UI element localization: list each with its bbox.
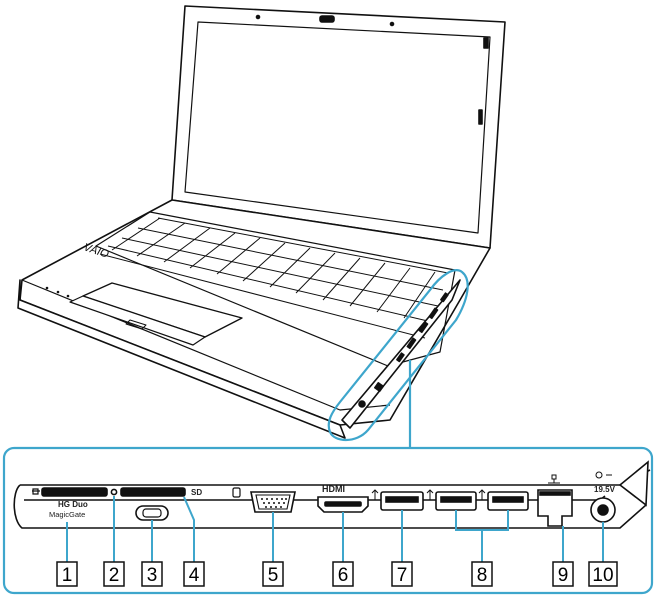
sd-card-slot: SD	[120, 487, 202, 497]
callout-1: 1	[56, 561, 78, 587]
zoom-callout	[327, 269, 469, 448]
keyboard-keys	[99, 217, 449, 339]
touchpad-buttons	[69, 295, 206, 346]
svg-text:9: 9	[558, 565, 569, 586]
mic-dot-left	[255, 14, 261, 20]
leader-8	[455, 510, 509, 562]
lid-hinge-mark	[483, 37, 489, 49]
memory-stick-label-line1: HG Duo	[58, 500, 88, 509]
dc-in-port: 19.5V	[590, 471, 616, 523]
usb-port-3	[478, 489, 529, 511]
memory-stick-label-line2: MagicGate	[49, 510, 85, 519]
memory-stick-icon	[32, 488, 40, 495]
hinge-right	[618, 460, 649, 507]
fingerprint-sensor	[125, 319, 147, 330]
svg-text:4: 4	[189, 565, 200, 586]
sd-label: SD	[191, 488, 202, 497]
hdmi-output-port: HDMI	[317, 484, 369, 513]
wireless-switch	[135, 505, 169, 521]
network-icon	[548, 474, 560, 484]
laptop-illustration: VAIO	[17, 5, 506, 439]
callout-9: 9	[552, 561, 574, 587]
svg-text:5: 5	[268, 565, 279, 586]
svg-text:3: 3	[147, 565, 158, 586]
svg-text:1: 1	[62, 565, 73, 586]
usb-port-2	[426, 489, 477, 511]
usb-icon	[426, 489, 434, 500]
leader-lines	[66, 496, 604, 562]
side-port-marks	[358, 292, 449, 408]
monitor-port	[250, 491, 296, 513]
voltage-label: 19.5V	[594, 485, 616, 494]
lid-side-mark	[478, 109, 483, 125]
callout-3: 3	[141, 561, 163, 587]
leader-4	[183, 496, 195, 562]
callout-7: 7	[391, 561, 413, 587]
svg-text:6: 6	[338, 565, 349, 586]
svg-text:7: 7	[397, 565, 408, 586]
callout-6: 6	[332, 561, 354, 587]
svg-text:8: 8	[477, 565, 488, 586]
hdmi-label: HDMI	[322, 484, 345, 494]
ports: HG Duo MagicGate SD HDMI	[32, 471, 616, 527]
callout-2: 2	[103, 561, 125, 587]
dc-in-icon	[595, 471, 612, 479]
base-front	[17, 279, 346, 439]
mic-dot-right	[389, 21, 395, 27]
usb-port-1	[371, 489, 424, 511]
media-access-indicator	[110, 488, 118, 496]
callout-boxes: 1 2 3 4 5 6 7 8	[56, 561, 618, 587]
lock-slot-icon	[232, 487, 241, 498]
callout-10: 10	[588, 561, 618, 587]
callout-5: 5	[262, 561, 284, 587]
usb-icon	[478, 489, 486, 500]
webcam-icon	[319, 15, 335, 23]
keyboard-area	[95, 211, 456, 367]
screen	[184, 21, 491, 234]
svg-text:10: 10	[592, 565, 613, 586]
svg-text:2: 2	[109, 565, 120, 586]
zoom-ellipse	[327, 269, 469, 442]
base-front-line	[21, 279, 391, 411]
callout-4: 4	[183, 561, 205, 587]
status-leds	[45, 286, 70, 298]
callout-8: 8	[471, 561, 493, 587]
usb-icon	[371, 489, 379, 500]
memory-stick-duo-slot: HG Duo MagicGate	[32, 487, 108, 519]
